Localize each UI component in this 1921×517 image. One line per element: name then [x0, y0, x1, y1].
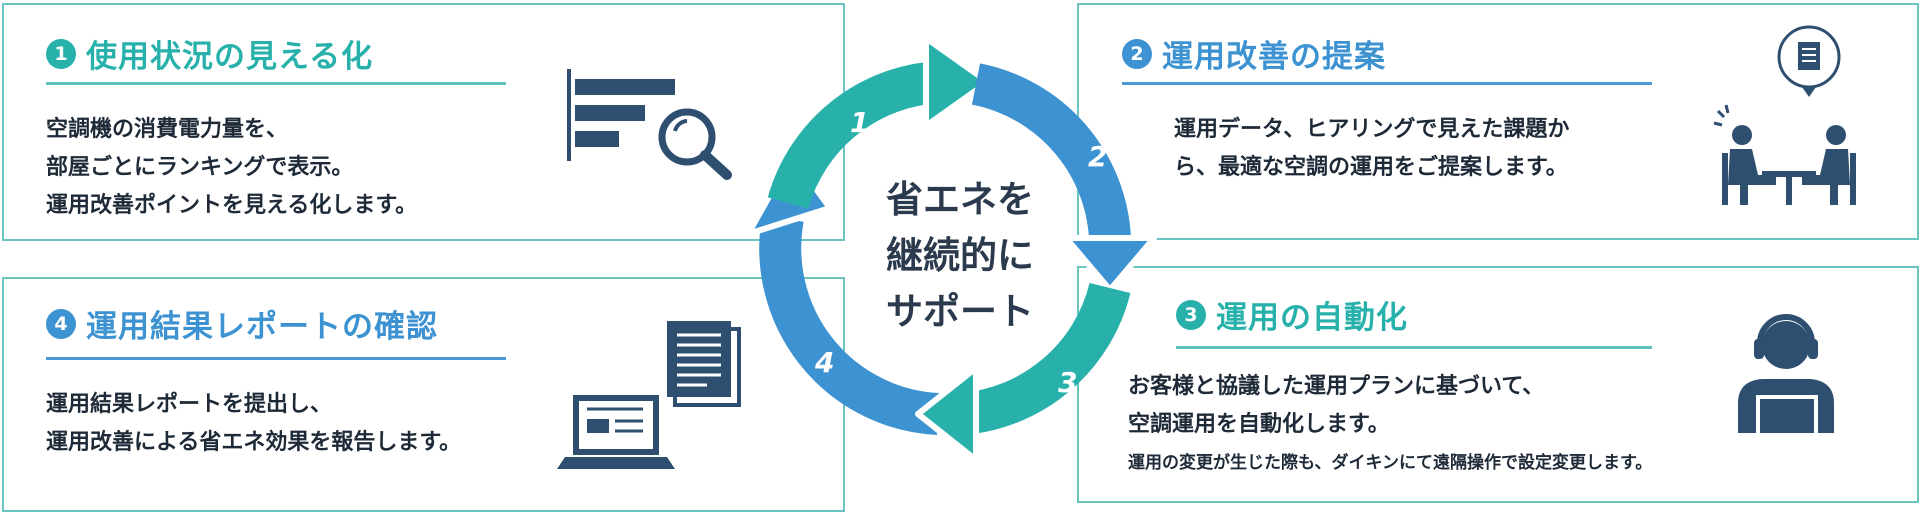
step-1-body-line: 部屋ごとにランキングで表示。	[46, 155, 354, 180]
step-1-body: 空調機の消費電力量を、 部屋ごとにランキングで表示。 運用改善ポイントを見える化…	[46, 111, 417, 225]
cycle-step-1-label: 1	[850, 106, 870, 139]
center-caption-line: サポート	[886, 290, 1034, 333]
step-4-body-line: 運用結果レポートを提出し、	[46, 392, 333, 417]
cycle-step-3-label: 3	[1058, 366, 1078, 399]
step-1-heading: 1 使用状況の見える化	[46, 31, 373, 76]
step-4-title: 運用結果レポートの確認	[86, 309, 438, 345]
step-2-number-badge: 2	[1122, 38, 1152, 69]
step-3-body: お客様と協議した運用プランに基づいて、 空調運用を自動化します。 運用の変更が生…	[1128, 368, 1652, 482]
step-1-title: 使用状況の見える化	[86, 39, 374, 75]
cycle-step-4-label: 4	[815, 346, 835, 379]
step-2-rule	[1122, 82, 1652, 85]
step-2-heading: 2 運用改善の提案	[1122, 31, 1386, 76]
report-laptop-icon	[557, 321, 741, 469]
support-cycle-diagram	[745, 38, 1157, 463]
step-2-card: 2 運用改善の提案 運用データ、ヒアリングで見えた課題か ら、最適な空調の運用を…	[1077, 3, 1919, 240]
step-1-rule	[46, 82, 506, 85]
step-4-card: 4 運用結果レポートの確認 運用結果レポートを提出し、 運用改善による省エネ効果…	[2, 277, 845, 512]
step-3-note: 運用の変更が生じた際も、ダイキンにて遠隔操作で設定変更します。	[1128, 453, 1653, 473]
step-4-body: 運用結果レポートを提出し、 運用改善による省エネ効果を報告します。	[46, 386, 461, 462]
step-3-body-line: 空調運用を自動化します。	[1128, 412, 1390, 437]
step-3-rule	[1176, 346, 1652, 349]
center-caption-line: 継続的に	[886, 234, 1034, 277]
cycle-arrow-4	[759, 214, 940, 435]
cycle-arrowhead-1	[923, 38, 991, 129]
step-4-number-badge: 4	[46, 308, 76, 339]
step-2-title: 運用改善の提案	[1162, 39, 1386, 75]
cycle-step-2-label: 2	[1088, 140, 1108, 173]
step-1-body-line: 運用改善ポイントを見える化します。	[46, 193, 418, 218]
step-3-number-badge: 3	[1176, 299, 1206, 330]
step-2-body: 運用データ、ヒアリングで見えた課題か ら、最適な空調の運用をご提案します。	[1174, 111, 1569, 187]
cycle-arrowhead-2	[1063, 235, 1157, 293]
cycle-arrow-3	[959, 282, 1131, 435]
step-3-card: 3 運用の自動化 お客様と協議した運用プランに基づいて、 空調運用を自動化します…	[1077, 266, 1919, 503]
ranking-search-icon	[567, 69, 732, 180]
step-1-number-badge: 1	[46, 38, 76, 69]
step-3-body-line: お客様と協議した運用プランに基づいて、	[1128, 374, 1545, 399]
consultation-meeting-icon	[1713, 25, 1856, 205]
step-1-card: 1 使用状況の見える化 空調機の消費電力量を、 部屋ごとにランキングで表示。 運…	[2, 3, 845, 241]
step-4-body-line: 運用改善による省エネ効果を報告します。	[46, 430, 462, 455]
center-caption-line: 省エネを	[886, 178, 1034, 221]
cycle-arrow-2	[971, 63, 1131, 240]
step-2-body-line: ら、最適な空調の運用をご提案します。	[1174, 155, 1568, 180]
cycle-arrowhead-3	[915, 365, 979, 463]
step-3-title: 運用の自動化	[1216, 300, 1408, 336]
cycle-arrow-1	[767, 61, 942, 210]
step-4-rule	[46, 357, 506, 360]
operator-headset-icon	[1738, 314, 1834, 433]
step-3-heading: 3 運用の自動化	[1176, 292, 1408, 337]
step-4-heading: 4 運用結果レポートの確認	[46, 301, 438, 346]
center-caption: 省エネを 継続的に サポート	[860, 172, 1060, 340]
step-2-body-line: 運用データ、ヒアリングで見えた課題か	[1174, 117, 1570, 142]
step-1-body-line: 空調機の消費電力量を、	[46, 117, 289, 142]
